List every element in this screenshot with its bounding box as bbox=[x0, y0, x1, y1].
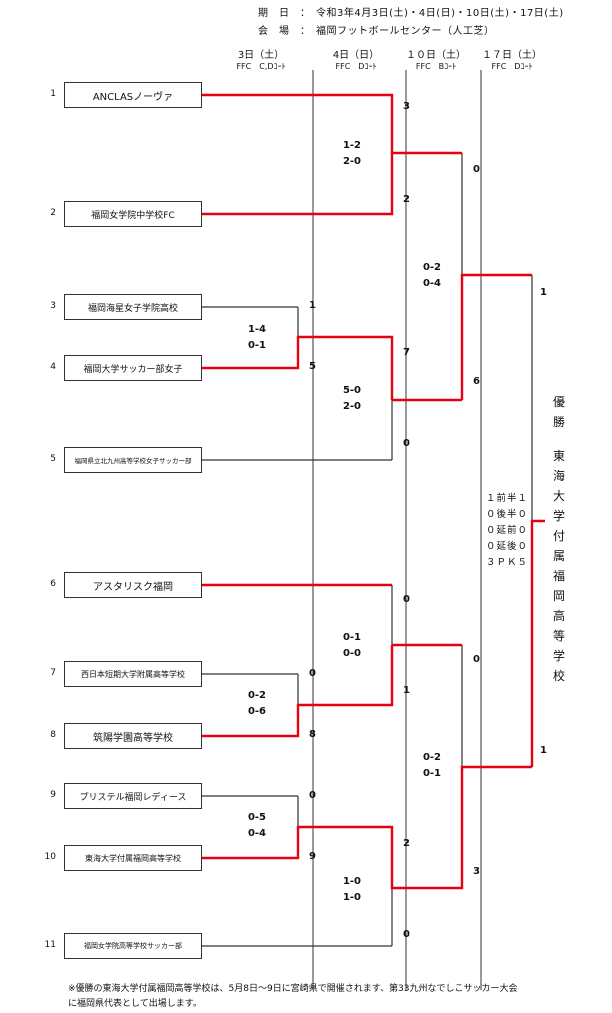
score: 9 bbox=[309, 851, 316, 862]
team-box: 福岡女学院中学校FC bbox=[64, 201, 202, 227]
date-separator: ： bbox=[300, 8, 311, 19]
team-number: 3 bbox=[50, 301, 56, 311]
half-score: 1-4 bbox=[247, 324, 267, 335]
half-score: 0-2 bbox=[247, 690, 267, 701]
date-value: 令和3年4月3日(土)・4日(日)・10日(土)・17日(土) bbox=[316, 8, 564, 19]
score: 2 bbox=[403, 194, 410, 205]
half-score: 1-2 bbox=[342, 140, 362, 151]
half-score: 0-1 bbox=[247, 340, 267, 351]
team-number: 7 bbox=[50, 668, 56, 678]
team-number: 9 bbox=[50, 790, 56, 800]
score: 0 bbox=[403, 438, 410, 449]
team-box: 福岡海星女子学院高校 bbox=[64, 294, 202, 320]
half-score: 0-6 bbox=[247, 706, 267, 717]
venue-label: 会 場 bbox=[258, 26, 290, 37]
team-box: ANCLASノーヴァ bbox=[64, 82, 202, 108]
team-number: 6 bbox=[50, 579, 56, 589]
half-score: 2-0 bbox=[342, 156, 362, 167]
score: 6 bbox=[473, 376, 480, 387]
score: 7 bbox=[403, 347, 410, 358]
score: 1 bbox=[403, 685, 410, 696]
half-score: 1-0 bbox=[342, 876, 362, 887]
team-box: 福岡女学院高等学校サッカー部 bbox=[64, 933, 202, 959]
champion-name: 東海大学付属福岡高等学校 bbox=[552, 449, 565, 683]
date-label: 期 日 bbox=[258, 8, 290, 19]
round-2-court: FFC Dｺｰﾄ bbox=[335, 62, 377, 71]
score: 0 bbox=[403, 594, 410, 605]
half-score: 2-0 bbox=[342, 401, 362, 412]
score: 0 bbox=[309, 790, 316, 801]
column-dividers bbox=[312, 70, 482, 990]
final-detail: ０後半０ bbox=[486, 509, 529, 520]
score: 3 bbox=[403, 101, 410, 112]
half-score: 0-1 bbox=[342, 632, 362, 643]
round-4-date: １７日（土） bbox=[482, 50, 542, 61]
team-number: 11 bbox=[44, 940, 56, 950]
score: 0 bbox=[473, 164, 480, 175]
score: 1 bbox=[309, 300, 316, 311]
half-score: 5-0 bbox=[342, 385, 362, 396]
venue-separator: ： bbox=[300, 26, 311, 37]
round-4-court: FFC Dｺｰﾄ bbox=[491, 62, 533, 71]
final-detail: ０延前０ bbox=[486, 525, 529, 536]
half-score: 0-1 bbox=[422, 768, 442, 779]
round-1-court: FFC C,Dｺｰﾄ bbox=[236, 62, 286, 71]
round-2-date: 4日（日） bbox=[332, 50, 380, 61]
half-score: 0-4 bbox=[422, 278, 442, 289]
half-score: 0-2 bbox=[422, 752, 442, 763]
final-detail: ０延後０ bbox=[486, 541, 529, 552]
half-score: 0-5 bbox=[247, 812, 267, 823]
half-score: 0-2 bbox=[422, 262, 442, 273]
team-number: 2 bbox=[50, 208, 56, 218]
score: 0 bbox=[309, 668, 316, 679]
team-box: プリステル福岡レディース bbox=[64, 783, 202, 809]
team-box: 福岡大学サッカー部女子 bbox=[64, 355, 202, 381]
score: 5 bbox=[309, 361, 316, 372]
team-box: 東海大学付属福岡高等学校 bbox=[64, 845, 202, 871]
champion-label: 優勝 bbox=[552, 395, 565, 429]
final-detail: ３ＰＫ５ bbox=[486, 557, 529, 568]
score: 3 bbox=[473, 866, 480, 877]
venue-value: 福岡フットボールセンター（人工芝） bbox=[316, 26, 495, 37]
score: 8 bbox=[309, 729, 316, 740]
half-score: 0-0 bbox=[342, 648, 362, 659]
round-3-date: １０日（土） bbox=[406, 50, 466, 61]
team-box: 西日本短期大学附属高等学校 bbox=[64, 661, 202, 687]
score: 0 bbox=[403, 929, 410, 940]
team-number: 8 bbox=[50, 730, 56, 740]
team-box: 筑陽学園高等学校 bbox=[64, 723, 202, 749]
winner-path-lines bbox=[202, 93, 545, 890]
round-3-court: FFC Bｺｰﾄ bbox=[415, 62, 457, 71]
team-box: アスタリスク福岡 bbox=[64, 572, 202, 598]
team-box: 福岡県立北九州高等学校女子サッカー部 bbox=[64, 447, 202, 473]
team-number: 5 bbox=[50, 454, 56, 464]
score: 0 bbox=[473, 654, 480, 665]
score: 2 bbox=[403, 838, 410, 849]
team-number: 1 bbox=[50, 89, 56, 99]
footnote-line-2: に福岡県代表として出場します。 bbox=[68, 999, 202, 1009]
footnote-line-1: ※優勝の東海大学付属福岡高等学校は、5月8日～9日に宮崎県で開催されます、第33… bbox=[68, 984, 518, 994]
team-number: 10 bbox=[44, 852, 56, 862]
final-score-bottom: 1 bbox=[540, 745, 547, 756]
black-lines bbox=[202, 153, 533, 947]
round-1-date: 3日（土） bbox=[237, 50, 285, 61]
half-score: 0-4 bbox=[247, 828, 267, 839]
final-detail: １前半１ bbox=[486, 493, 529, 504]
final-score-top: 1 bbox=[540, 287, 547, 298]
half-score: 1-0 bbox=[342, 892, 362, 903]
team-number: 4 bbox=[50, 362, 56, 372]
